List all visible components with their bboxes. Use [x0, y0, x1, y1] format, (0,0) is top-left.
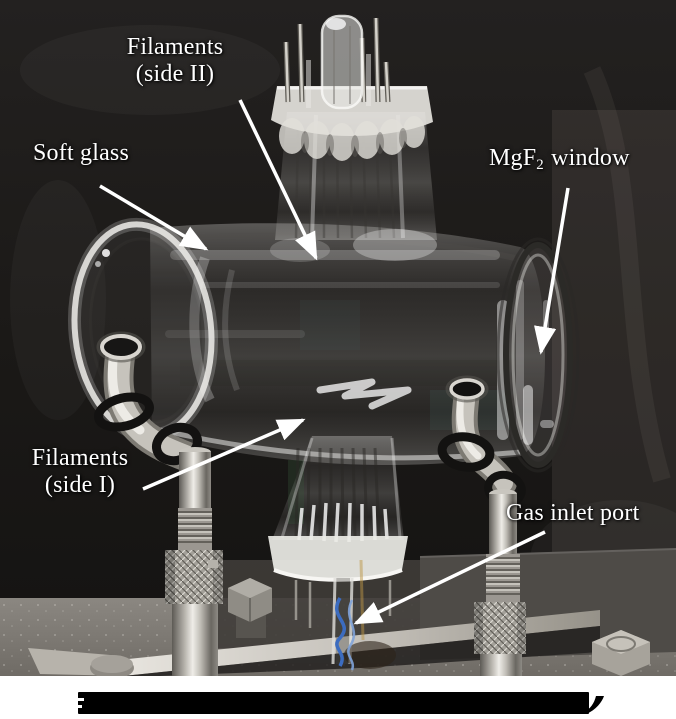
hex-bolt-right	[592, 630, 650, 676]
label-filaments-side-i: Filaments (side I)	[2, 445, 158, 499]
glass-cell	[67, 14, 580, 671]
left-support	[94, 331, 223, 676]
label-mgf2-suffix: window	[551, 145, 630, 171]
arrow-gas-inlet-port	[353, 530, 546, 625]
apparatus-photo-scene	[0, 0, 676, 679]
mgf2-window	[496, 237, 580, 473]
soft-glass-cylinder	[150, 223, 545, 466]
label-mgf2-prefix: MgF	[489, 145, 537, 171]
right-post	[474, 489, 526, 676]
label-filaments-side-ii-line1: Filaments	[126, 34, 224, 60]
hex-bolt-left-partial	[90, 655, 134, 679]
arrow-soft-glass	[99, 184, 209, 251]
label-soft-glass-text: Soft glass	[33, 140, 130, 166]
label-gas-inlet-port: Gas inlet port	[506, 500, 639, 527]
o-ring-right-1	[437, 432, 495, 472]
label-filaments-side-i-line2: (side I)	[44, 471, 116, 498]
label-filaments-side-ii: Filaments (side II)	[82, 34, 268, 88]
cut-off-caption-bar	[78, 692, 604, 714]
arrow-filaments-side-ii	[238, 99, 318, 261]
hex-bolt-center	[228, 578, 272, 638]
label-filaments-side-i-line1: Filaments	[31, 445, 129, 471]
arrow-filaments-side-i	[142, 418, 306, 491]
right-support	[437, 375, 526, 676]
filament-pins-top	[283, 17, 391, 103]
photo-area	[0, 0, 676, 679]
blue-wires	[335, 597, 356, 671]
label-soft-glass: Soft glass	[33, 140, 129, 167]
tube-opening-left	[100, 334, 142, 360]
arrow-mgf2-window	[534, 187, 570, 355]
wire-bundle-shadow	[344, 641, 396, 669]
label-filaments-side-ii-line2: (side II)	[135, 60, 215, 87]
o-ring-left-1	[94, 392, 154, 432]
top-filament-stem	[270, 14, 437, 262]
label-mgf2-window: MgF2 window	[489, 145, 630, 174]
left-post	[165, 447, 223, 676]
glass-pump-out-tip	[320, 14, 364, 110]
label-mgf2-subscript: 2	[536, 157, 544, 174]
label-gas-inlet-port-text: Gas inlet port	[506, 500, 640, 526]
filament-pins-bottom	[294, 580, 392, 628]
annotation-arrows	[99, 99, 570, 625]
tube-opening-right	[449, 378, 485, 400]
bottom-filament-stem	[268, 436, 408, 671]
